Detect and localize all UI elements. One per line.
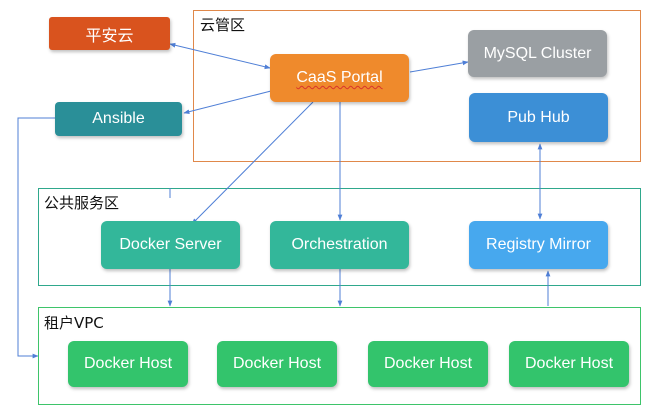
docker-host-node[interactable]: Docker Host xyxy=(509,341,629,387)
docker-host-label: Docker Host xyxy=(524,355,614,372)
docker-server-label: Docker Server xyxy=(119,236,222,253)
pingan-cloud-node[interactable]: 平安云 xyxy=(49,17,170,50)
cloud-management-zone-label: 云管区 xyxy=(200,16,246,34)
arrow-pingan-caas xyxy=(169,42,271,70)
mysql-cluster-node[interactable]: MySQL Cluster xyxy=(468,30,607,77)
ansible-node[interactable]: Ansible xyxy=(55,102,182,136)
public-service-zone-label: 公共服务区 xyxy=(44,194,120,212)
orchestration-node[interactable]: Orchestration xyxy=(270,221,409,269)
ansible-label: Ansible xyxy=(92,110,145,127)
docker-host-label: Docker Host xyxy=(232,355,322,372)
caas-portal-node[interactable]: CaaS Portal xyxy=(270,54,409,102)
registry-mirror-label: Registry Mirror xyxy=(486,236,591,253)
registry-mirror-node[interactable]: Registry Mirror xyxy=(469,221,608,269)
docker-host-label: Docker Host xyxy=(383,355,473,372)
arrow-caas-dockerserver xyxy=(191,101,314,225)
arrow-caas-mysql xyxy=(409,60,469,73)
pingan-cloud-label: 平安云 xyxy=(85,25,134,45)
tenant-vpc-zone-label: 租户VPC xyxy=(44,314,104,332)
mysql-cluster-label: MySQL Cluster xyxy=(483,44,592,62)
docker-host-node[interactable]: Docker Host xyxy=(68,341,188,387)
docker-server-node[interactable]: Docker Server xyxy=(101,221,240,269)
arrow-ansible-vpc xyxy=(17,117,55,359)
caas-portal-label: CaaS Portal xyxy=(296,69,383,86)
docker-host-node[interactable]: Docker Host xyxy=(368,341,488,387)
pub-hub-node[interactable]: Pub Hub xyxy=(469,93,608,142)
docker-host-label: Docker Host xyxy=(83,355,173,372)
cloud-management-zone xyxy=(193,10,641,162)
orchestration-label: Orchestration xyxy=(291,236,388,253)
pub-hub-label: Pub Hub xyxy=(507,108,570,126)
docker-host-node[interactable]: Docker Host xyxy=(217,341,337,387)
arrow-caas-ansible xyxy=(183,90,272,115)
